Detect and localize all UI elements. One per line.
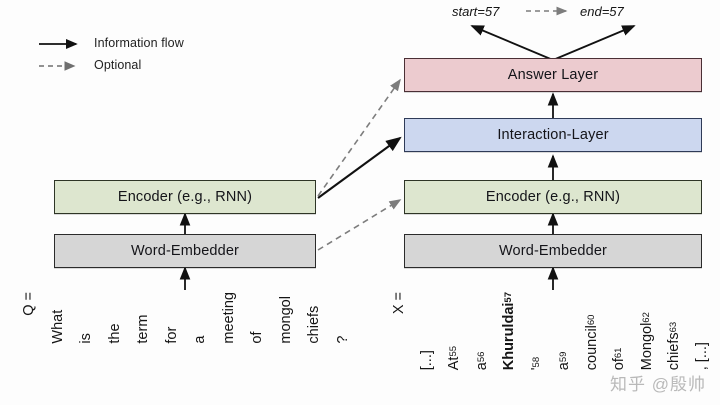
question-token-0: What	[49, 309, 66, 344]
question-word-embedder-box[interactable]: Word-Embedder	[54, 234, 316, 268]
context-word-embedder-box[interactable]: Word-Embedder	[404, 234, 702, 268]
watermark: 知乎 @殷帅	[610, 375, 706, 394]
question-token-6: meeting	[220, 292, 237, 344]
context-token-5: a59	[556, 351, 572, 371]
context-token-4: '58	[528, 356, 545, 371]
legend-item-optional: Optional	[38, 54, 268, 76]
end-index-label: end=57	[580, 4, 624, 19]
question-encoder-label: Encoder (e.g., RNN)	[117, 189, 253, 205]
context-token-3: Khuruldai57	[501, 292, 517, 371]
question-token-5: a	[192, 335, 208, 344]
question-token-3: term	[135, 314, 151, 344]
interaction-layer-box[interactable]: Interaction-Layer	[404, 118, 702, 152]
legend-label-information-flow: Information flow	[94, 36, 184, 50]
question-token-4: for	[163, 326, 180, 344]
start-index-label: start=57	[452, 4, 500, 19]
question-word-embedder-label: Word-Embedder	[130, 243, 240, 259]
context-input-prefix: X =	[391, 292, 407, 315]
answer-layer-label: Answer Layer	[507, 67, 599, 83]
context-token-10: , [...]	[693, 342, 710, 371]
context-token-9: chiefs63	[666, 321, 682, 371]
context-token-0: [...]	[418, 350, 435, 371]
question-token-10: ?	[334, 335, 351, 344]
legend-item-information-flow: Information flow	[38, 32, 268, 54]
question-token-1: is	[78, 333, 94, 344]
context-token-1: At55	[446, 345, 462, 371]
context-tokens: [...] At55 a56 Khuruldai57 '58 a59 council60 of…	[418, 292, 710, 371]
question-encoder-box[interactable]: Encoder (e.g., RNN)	[54, 180, 316, 214]
question-token-2: the	[106, 323, 123, 344]
legend-label-optional: Optional	[94, 58, 142, 72]
context-token-2: a56	[473, 351, 490, 371]
context-token-strip: X = [...] At55 a56 Khuruldai57 '58 a59 council…	[391, 292, 710, 371]
question-token-8: mongol	[277, 296, 294, 344]
context-encoder-box[interactable]: Encoder (e.g., RNN)	[404, 180, 702, 214]
question-token-7: of	[249, 331, 265, 344]
answer-layer-box[interactable]: Answer Layer	[404, 58, 702, 92]
context-token-6: council60	[583, 314, 600, 371]
interaction-layer-label: Interaction-Layer	[497, 127, 609, 143]
context-token-8: Mongol62	[638, 312, 655, 371]
dashed-arrow-icon	[38, 59, 84, 71]
context-token-7: of61	[611, 347, 627, 371]
solid-arrow-icon	[38, 37, 84, 50]
question-token-9: chiefs	[306, 305, 322, 344]
context-encoder-label: Encoder (e.g., RNN)	[485, 189, 621, 205]
context-word-embedder-label: Word-Embedder	[498, 243, 608, 259]
question-input-prefix: Q =	[21, 292, 37, 316]
legend: Information flow Optional	[38, 32, 268, 76]
